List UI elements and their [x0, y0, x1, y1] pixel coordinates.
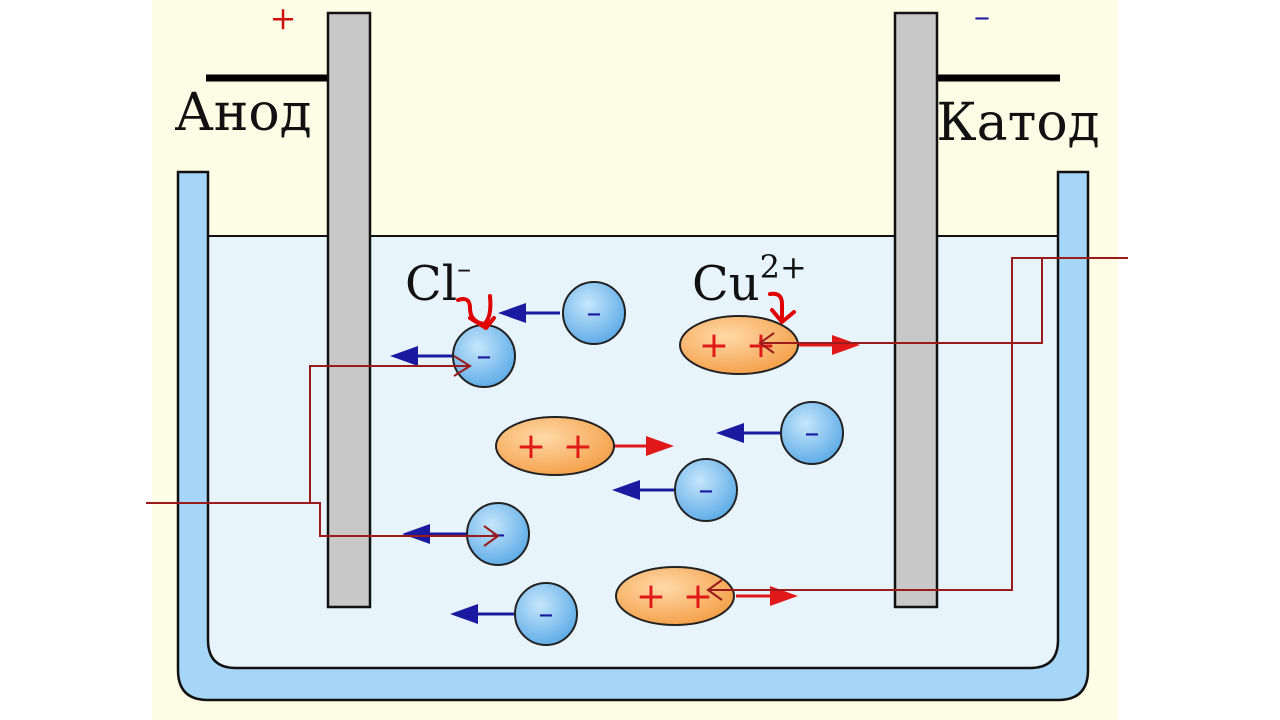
anion: – [452, 324, 516, 388]
left-pointer-line [146, 502, 498, 537]
anion-arrows [390, 303, 780, 624]
pointer-lines [146, 257, 1128, 601]
anion: – [514, 582, 578, 646]
anion: – [674, 458, 738, 522]
cation-arrow [614, 436, 674, 456]
cathode-label: Катод [936, 93, 1099, 153]
anion-sign: – [491, 517, 506, 552]
anode-electrode [326, 11, 372, 609]
cation-sign: + [636, 576, 666, 617]
handwritten-annotations [456, 291, 796, 330]
cathode-sign: – [974, 0, 990, 35]
right-pointer-line [708, 257, 1128, 591]
anion-arrow [450, 604, 514, 624]
anion: – [466, 502, 530, 566]
anion-arrow [498, 303, 560, 323]
right-pointer-arrowhead [706, 579, 723, 601]
cation-sign: + [563, 426, 593, 467]
right-pointer-branch [760, 258, 1043, 344]
copper-ion-label: Cu2+ [692, 248, 807, 312]
left-pointer-arrowhead [483, 525, 500, 547]
copper-symbol: Cu [692, 256, 760, 312]
right-pointer-arrowhead [758, 332, 775, 354]
chloride-ion-label: Cl– [405, 252, 471, 312]
anion-sign: – [539, 597, 554, 632]
cation-sign: + [516, 426, 546, 467]
anion: – [562, 281, 626, 345]
anion-arrow [716, 423, 780, 443]
annotation-squiggle-left [456, 294, 496, 330]
anode-label: Анод [174, 83, 311, 143]
cation-sign: + [746, 325, 776, 366]
chloride-charge: – [457, 252, 471, 285]
cation-sign: + [683, 576, 713, 617]
cathode-electrode [893, 11, 939, 609]
copper-charge: 2+ [760, 248, 807, 286]
anion-arrow [402, 524, 466, 544]
left-pointer-arrowhead [453, 355, 472, 377]
anion-sign: – [587, 296, 602, 331]
anion-arrow [390, 346, 454, 366]
chloride-symbol: Cl [405, 256, 457, 312]
anion: – [780, 401, 844, 465]
anion-sign: – [477, 339, 492, 374]
cation: + + [679, 315, 799, 375]
left-pointer-branch [309, 365, 470, 503]
anion-sign: – [805, 416, 820, 451]
vessel [176, 170, 1090, 702]
anode-sign: + [270, 0, 297, 37]
cation-sign: + [699, 325, 729, 366]
anion-arrow [612, 480, 674, 500]
anion-sign: – [699, 473, 714, 508]
annotation-squiggle-right [768, 291, 796, 324]
cation: + + [495, 416, 615, 476]
cation-arrow [798, 335, 860, 355]
cation: + + [615, 566, 735, 626]
